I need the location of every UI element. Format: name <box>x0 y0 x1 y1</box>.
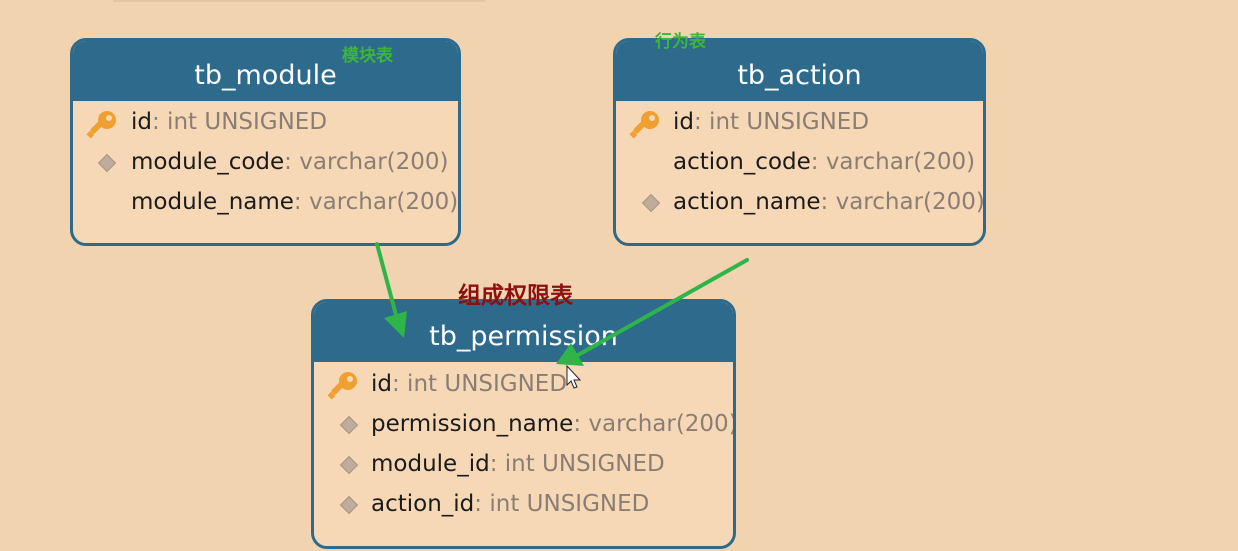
diamond-icon <box>339 415 359 435</box>
column-row: id: int UNSIGNED <box>131 102 327 142</box>
key-icon <box>86 111 116 139</box>
column-name: id <box>131 109 152 135</box>
diamond-icon <box>339 455 359 475</box>
column-type: : int UNSIGNED <box>392 371 568 397</box>
column-row: action_id: int UNSIGNED <box>371 484 649 524</box>
column-name: permission_name <box>371 411 574 437</box>
table-header: tb_action <box>616 41 983 101</box>
column-type: : varchar(200) <box>293 189 459 215</box>
column-type: : int UNSIGNED <box>694 109 870 135</box>
table-header: tb_module <box>73 41 458 101</box>
key-icon <box>629 111 659 139</box>
diamond-icon <box>339 495 359 515</box>
arrow-head <box>556 343 584 366</box>
column-name: id <box>673 109 694 135</box>
key-icon <box>327 372 357 400</box>
arrow-module-to-permission <box>375 242 398 317</box>
column-name: module_id <box>371 451 490 477</box>
table-title: tb_permission <box>429 320 618 352</box>
arrow-action-to-permission <box>576 258 749 357</box>
column-name: module_name <box>131 189 294 215</box>
column-type: : varchar(200) <box>820 189 985 215</box>
column-type: : int UNSIGNED <box>474 491 650 517</box>
column-name: action_name <box>673 189 821 215</box>
column-name: id <box>371 371 392 397</box>
arrow-head <box>384 311 407 338</box>
column-row: id: int UNSIGNED <box>371 364 567 404</box>
column-type: : int UNSIGNED <box>152 109 328 135</box>
column-type: : int UNSIGNED <box>489 451 665 477</box>
module-table-label: 模块表 <box>342 46 393 66</box>
table-tb-action[interactable]: tb_action id: int UNSIGNED action_code: … <box>613 38 986 246</box>
column-row: module_id: int UNSIGNED <box>371 444 665 484</box>
column-name: action_code <box>673 149 811 175</box>
column-name: module_code <box>131 149 285 175</box>
table-tb-permission[interactable]: tb_permission id: int UNSIGNED permissio… <box>311 299 736 549</box>
column-type: : varchar(200) <box>810 149 976 175</box>
column-row: permission_name: varchar(200) <box>371 404 736 444</box>
table-tb-module[interactable]: tb_module id: int UNSIGNED module_code: … <box>70 38 461 246</box>
permission-table-label: 组成权限表 <box>458 283 573 309</box>
column-row: action_code: varchar(200) <box>673 142 975 182</box>
table-title: tb_module <box>194 59 337 91</box>
column-name: action_id <box>371 491 475 517</box>
column-row: module_name: varchar(200) <box>131 182 458 222</box>
column-row: module_code: varchar(200) <box>131 142 449 182</box>
column-type: : varchar(200) <box>284 149 449 175</box>
mouse-cursor-icon <box>566 364 582 389</box>
diamond-icon <box>641 193 661 213</box>
action-table-label: 行为表 <box>655 32 706 52</box>
diamond-icon <box>97 153 117 173</box>
column-type: : varchar(200) <box>573 411 736 437</box>
table-header: tb_permission <box>314 302 733 362</box>
table-title: tb_action <box>737 59 862 91</box>
column-row: id: int UNSIGNED <box>673 102 869 142</box>
top-edge-strip <box>113 0 485 2</box>
column-row: action_name: varchar(200) <box>673 182 985 222</box>
